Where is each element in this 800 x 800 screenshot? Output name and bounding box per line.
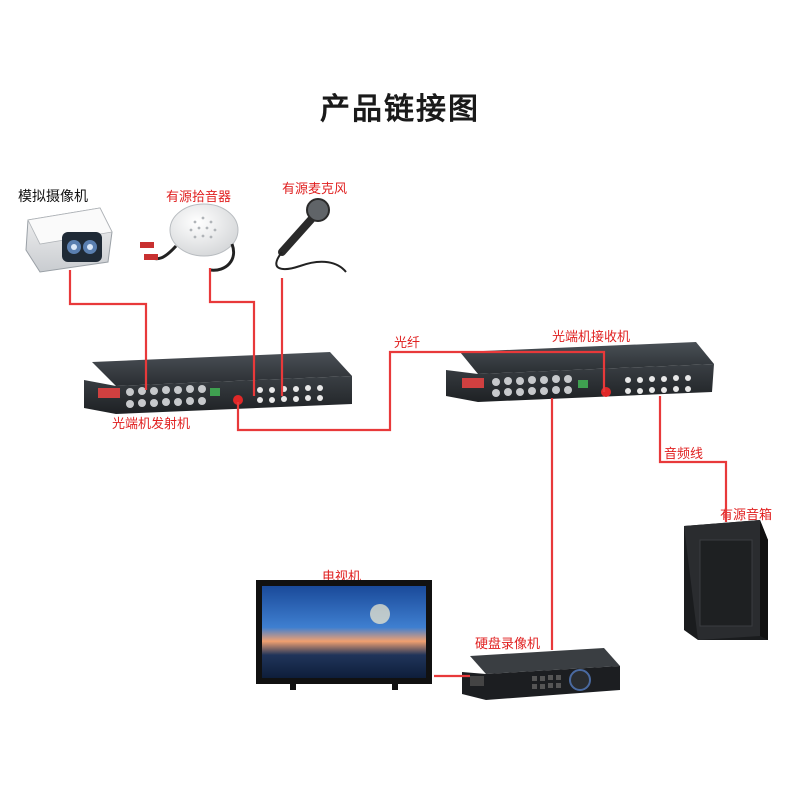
dvr-icon: [462, 648, 620, 700]
optical-transmitter-device: [84, 352, 352, 414]
analog-camera-icon: [25, 207, 113, 273]
label-receiver: 光端机接收机: [552, 330, 631, 345]
label-dvr: 硬盘录像机: [475, 637, 541, 652]
wire-camera-to-transmitter: [68, 270, 148, 390]
wire-audio-cable: [658, 396, 728, 522]
label-microphone: 有源麦克风: [282, 182, 348, 197]
speaker-icon: [684, 520, 768, 640]
tv-icon: [256, 580, 432, 690]
label-fiber: 光纤: [394, 336, 421, 351]
label-camera: 模拟摄像机: [18, 189, 88, 205]
label-speaker: 有源音箱: [720, 508, 773, 523]
microphone-icon: [275, 198, 347, 273]
wire-pickup-to-transmitter: [208, 268, 256, 396]
sound-pickup-icon: [140, 203, 239, 272]
label-transmitter: 光端机发射机: [112, 417, 191, 432]
connection-wires: [68, 268, 728, 678]
wire-fiber: [236, 350, 606, 432]
label-pickup: 有源拾音器: [166, 190, 232, 205]
page-title: 产品链接图: [320, 92, 480, 127]
label-audio-cable: 音频线: [664, 447, 704, 462]
optical-receiver-device: [446, 342, 714, 402]
